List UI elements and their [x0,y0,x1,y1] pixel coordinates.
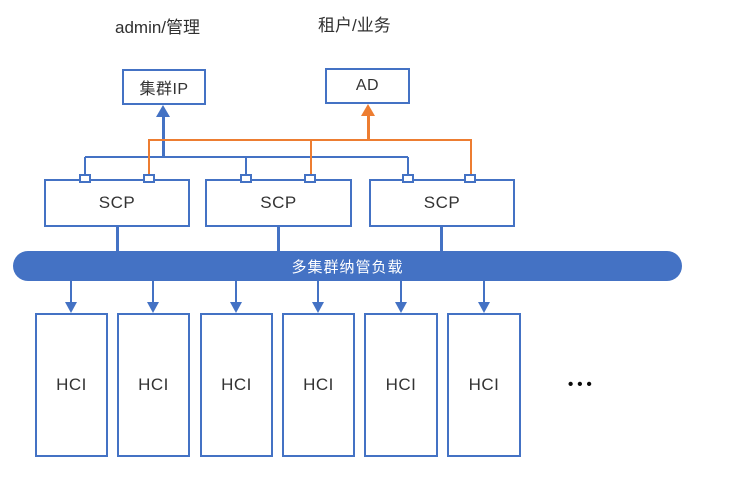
arrow-shaft-hci-5 [400,281,402,303]
load-balancer-label: 多集群纳管负载 [291,258,404,276]
node-hci-6: HCI [447,313,521,457]
port-scp3-mgmt [402,174,414,183]
arrow-down-icon-2 [147,302,159,313]
node-hci-5-label: HCI [385,375,417,394]
node-hci-1-label: HCI [56,375,87,394]
blue-drop-scp1 [84,157,86,175]
port-scp2-tenant [304,174,316,183]
arrow-shaft-hci-6 [483,281,485,303]
orange-drop-scp3 [470,140,472,175]
orange-arrow-up-icon [361,104,375,116]
node-scp-2-label: SCP [260,193,297,212]
more-nodes-ellipsis: ••• [568,376,596,393]
port-scp1-mgmt [79,174,91,183]
arrow-down-icon-4 [312,302,324,313]
node-hci-2: HCI [117,313,190,457]
load-balancer-bar: 多集群纳管负载 [13,251,682,281]
blue-drop-scp3 [407,157,409,175]
connector-scp2-loadbar [277,227,280,251]
blue-drop-scp2 [245,157,247,175]
node-cluster-ip: 集群IP [122,69,206,105]
arrow-down-icon-6 [478,302,490,313]
node-ad-label: AD [355,77,380,94]
node-scp-1: SCP [44,179,190,227]
label-admin-network: admin/管理 [115,18,201,37]
port-scp2-mgmt [240,174,252,183]
node-cluster-ip-label: 集群IP [139,81,189,98]
arrow-shaft-hci-3 [235,281,237,303]
arrow-down-icon-5 [395,302,407,313]
node-hci-4-label: HCI [303,375,334,394]
node-scp-1-label: SCP [98,193,136,212]
arrow-shaft-hci-2 [152,281,154,303]
connector-scp1-loadbar [116,227,119,251]
blue-arrow-up-icon [156,105,170,117]
blue-arrow-shaft-cluster-ip [162,116,165,157]
orange-arrow-shaft-ad [367,116,370,140]
orange-drop-scp1 [148,140,150,175]
node-hci-4: HCI [282,313,355,457]
label-tenant-network: 租户/业务 [318,16,391,35]
node-hci-2-label: HCI [138,375,169,394]
node-ad: AD [325,68,410,104]
arrow-shaft-hci-4 [317,281,319,303]
node-hci-1: HCI [35,313,108,457]
node-hci-3: HCI [200,313,273,457]
arrow-shaft-hci-1 [70,281,72,303]
port-scp1-tenant [143,174,155,183]
node-hci-5: HCI [364,313,438,457]
orange-drop-scp2 [310,140,312,175]
connector-scp3-loadbar [440,227,443,251]
node-scp-3: SCP [369,179,515,227]
port-scp3-tenant [464,174,476,183]
arrow-down-icon-1 [65,302,77,313]
node-scp-2: SCP [205,179,352,227]
node-hci-6-label: HCI [468,375,500,394]
node-scp-3-label: SCP [423,193,461,212]
node-hci-3-label: HCI [221,375,252,394]
arrow-down-icon-3 [230,302,242,313]
